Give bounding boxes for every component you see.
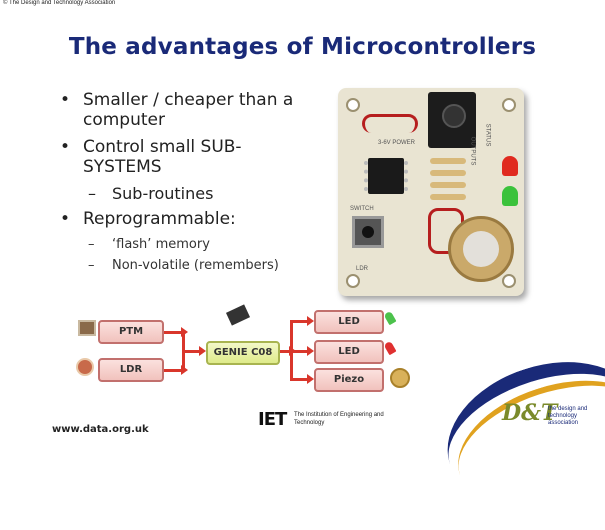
red-led-icon [383,340,397,356]
dt-text: the design and technology association [548,406,588,426]
bullet-control-subsystems: Control small SUB-SYSTEMS [60,137,300,177]
piezo-icon [390,368,410,388]
power-label: 3-6V POWER [378,140,416,146]
slide-title: The advantages of Microcontrollers [68,34,537,60]
arrow [290,316,314,326]
arrow [290,374,314,384]
switch-label: SWITCH [350,206,374,212]
ldr-label: LDR [356,266,369,272]
bullet-list: Smaller / cheaper than a computer Contro… [60,90,300,278]
website-url: www.data.org.uk [52,424,149,435]
push-switch-icon [78,320,96,336]
arrow [164,327,188,337]
sub-bullet-non-volatile: Non-volatile (remembers) [60,257,300,274]
green-led [502,186,518,206]
ldr-block: LDR [98,358,164,382]
iet-mark: IET [258,409,287,430]
resistor [430,158,466,164]
red-led [502,156,518,176]
ldr-icon [76,358,94,376]
sub-bullet-subroutines: Sub-routines [60,184,300,203]
audio-jack [428,92,476,148]
push-switch [352,216,384,248]
bullet-smaller-cheaper: Smaller / cheaper than a computer [60,90,300,130]
led-block-1: LED [314,310,384,334]
sub-bullet-flash-memory: ‘flash’ memory [60,236,300,253]
genie-block: GENIE C08 [206,341,280,365]
piezo-block: Piezo [314,368,384,392]
status-label: STATUS [484,123,491,147]
iet-text: The Institution of Engineering and Techn… [294,412,384,426]
microcontroller-chip [364,158,408,194]
arrow [290,346,314,356]
mounting-hole [502,98,516,112]
arrow [280,346,296,356]
piezo-buzzer [448,216,514,282]
green-led-icon [383,310,397,326]
circuit-board-image: 3-6V POWER STATUS OUTPUTS SWITCH LDR [338,88,524,296]
resistor [430,194,466,200]
copyright-notice: © The Design and Technology Association [3,0,116,6]
arrow [164,365,188,375]
ptm-block: PTM [98,320,164,344]
resistor [430,182,466,188]
mounting-hole [346,98,360,112]
arrow [182,346,206,356]
outputs-label: OUTPUTS [469,136,476,166]
power-wire [362,114,418,133]
led-block-2: LED [314,340,384,364]
dt-logo: D&T [502,400,558,426]
bullet-reprogrammable: Reprogrammable: [60,209,300,229]
mounting-hole [346,274,360,288]
chip-icon [225,304,251,326]
iet-logo: IET The Institution of Engineering and T… [258,409,384,430]
resistor [430,170,466,176]
mounting-hole [502,274,516,288]
